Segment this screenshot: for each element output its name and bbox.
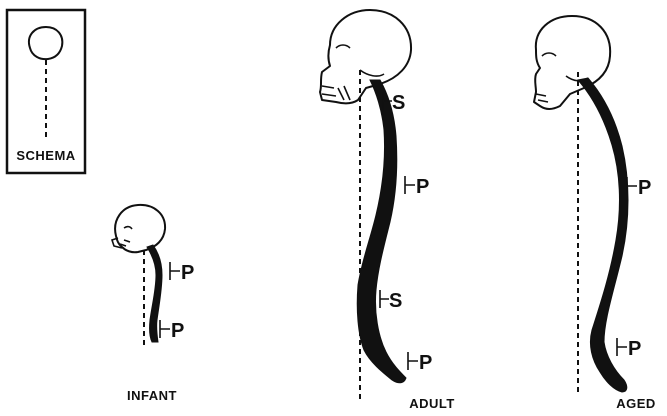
schema-label: SCHEMA bbox=[16, 148, 75, 163]
aged-pointer-2: P bbox=[616, 338, 641, 360]
svg-text:P: P bbox=[638, 177, 651, 199]
infant-label: INFANT bbox=[127, 388, 177, 403]
schema-head bbox=[28, 26, 64, 61]
svg-text:S: S bbox=[389, 290, 402, 312]
infant-figure: P P INFANT bbox=[110, 203, 194, 403]
schema-panel: SCHEMA bbox=[5, 8, 87, 175]
svg-text:P: P bbox=[181, 262, 194, 284]
svg-text:S: S bbox=[392, 92, 405, 114]
svg-text:P: P bbox=[171, 320, 184, 342]
adult-spine bbox=[356, 79, 407, 384]
infant-spine bbox=[146, 244, 163, 343]
schema-frame bbox=[5, 8, 87, 175]
infant-pointer-2: P bbox=[159, 320, 184, 342]
svg-text:P: P bbox=[416, 176, 429, 198]
aged-spine bbox=[577, 77, 629, 393]
aged-pointer-1: P bbox=[626, 177, 651, 199]
adult-pointer-4: P bbox=[407, 352, 432, 374]
svg-text:P: P bbox=[419, 352, 432, 374]
adult-figure: S P S P ADULT bbox=[319, 9, 455, 411]
infant-skull bbox=[110, 203, 167, 254]
adult-label: ADULT bbox=[409, 396, 455, 411]
adult-skull bbox=[319, 9, 413, 105]
adult-pointer-1: S bbox=[382, 92, 405, 114]
aged-figure: P P AGED bbox=[533, 15, 656, 411]
adult-pointer-2: P bbox=[404, 176, 429, 198]
infant-pointer-1: P bbox=[169, 262, 194, 284]
aged-label: AGED bbox=[616, 396, 656, 411]
svg-text:P: P bbox=[628, 338, 641, 360]
adult-pointer-3: S bbox=[379, 290, 402, 312]
